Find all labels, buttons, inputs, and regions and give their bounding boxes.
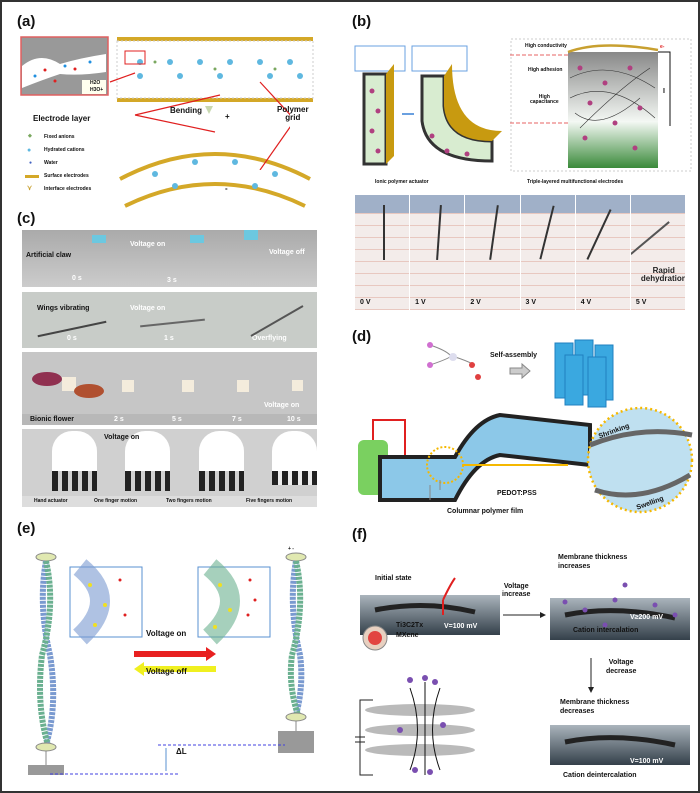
columnar-polymer-diagram [358, 339, 694, 514]
panel-label: (b) [352, 13, 372, 30]
current-label: I [663, 88, 665, 95]
artificial-claw-photo: Artificial claw Voltage on Voltage off 0… [22, 230, 317, 287]
panel-label: (f) [352, 526, 367, 543]
mxene-label: MXene [396, 632, 419, 639]
voltage-on-label: Voltage on [146, 629, 187, 638]
legend-fixed-anions: Fixed anions [44, 134, 75, 140]
mxene-diagram [355, 577, 690, 776]
plus-sign: + [225, 112, 230, 121]
voltage-100mv-final-label: V=100 mV [630, 758, 664, 765]
self-assembly-label: Self-assembly [490, 352, 538, 359]
actuator-schematic [116, 37, 314, 208]
caption-ionic-actuator: Ionic polymer actuator [375, 179, 429, 185]
inset-legend-h3o: H3O+ [90, 87, 104, 93]
red-pointer-arrows [109, 72, 290, 170]
caption-triple-layer: Triple-layered multifunctional electrode… [527, 179, 624, 185]
cation-deintercalation-label: Cation deintercalation [563, 772, 637, 779]
frame-2v: 2 V [465, 195, 520, 310]
inset-legend-h2o: H2O [90, 80, 101, 86]
voltage-decrease-label: Voltage decrease [606, 659, 637, 676]
thickness-increases-label: Membrane thickness increases [558, 554, 628, 571]
polymer-grid-label: Polymer grid [277, 105, 309, 122]
voltage-off-label: Voltage off [146, 667, 187, 676]
voltage-100mv-label: V=100 mV [444, 623, 478, 630]
cation-intercalation-label: Cation intercalation [573, 627, 639, 634]
panel-label: (c) [17, 210, 36, 227]
high-capacitance-label: High capacitance [530, 94, 559, 105]
triple-layer-electrode-diagram [510, 38, 692, 172]
bending-label: Bending [170, 106, 202, 115]
helical-fiber-diagram [28, 552, 314, 775]
panel-label: (a) [17, 13, 36, 30]
legend-surface-electrodes: Surface electrodes [44, 173, 89, 179]
bionic-flower-photo: Bionic flower 2 s 5 s 7 s 10 s Voltage o… [22, 352, 317, 425]
mxene-formula: Ti3C2Tx [396, 622, 424, 629]
delta-l-label: ΔL [176, 747, 187, 756]
panel-label: (d) [352, 328, 372, 345]
panel-label: (e) [17, 520, 36, 537]
wings-vibrating-photo: Wings vibrating Voltage on 0 s 1 s Overf… [22, 292, 317, 348]
frame-1v: 1 V [410, 195, 465, 310]
initial-state-label: Initial state [375, 575, 412, 582]
frame-3v: 3 V [520, 195, 575, 310]
high-conductivity-label: High conductivity [525, 43, 567, 49]
microstructure-inset [20, 36, 109, 96]
legend-water: Water [44, 160, 58, 166]
columnar-polymer-film-label: Columnar polymer film [447, 508, 524, 515]
legend-hydrated-cations: Hydrated cations [44, 147, 85, 153]
frame-4v: 4 V [575, 195, 630, 310]
voltage-increase-label: Voltage increase [502, 583, 531, 599]
voltage-200mv-label: V≥200 mV [630, 614, 664, 621]
frame-0v: 0 V [355, 195, 410, 310]
electrode-terminals: + - [288, 546, 294, 552]
pedot-pss-label: PEDOT:PSS [497, 490, 537, 497]
hand-actuator-photo: Voltage on Hand actuator One finger moti… [22, 429, 317, 507]
electron-label: e- [660, 44, 665, 50]
legend-interface-electrodes: Interface electrodes [44, 186, 92, 192]
ionic-actuator-diagram [354, 45, 502, 166]
high-adhesion-label: High adhesion [528, 67, 563, 73]
minus-sign: - [225, 184, 228, 193]
thickness-decreases-label: Membrane thickness decreases [560, 699, 630, 716]
electrode-layer-label: Electrode layer [33, 114, 91, 123]
